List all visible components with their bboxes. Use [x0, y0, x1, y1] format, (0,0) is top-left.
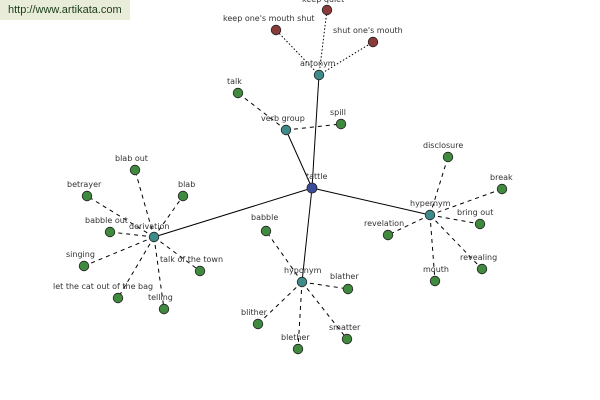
- label-relation-verb-group: verb group: [261, 114, 305, 123]
- label-relation-derivation: derivation: [129, 222, 169, 231]
- label-blether: blether: [281, 333, 310, 342]
- edge-antonym-to-keep-quiet: [318, 9, 328, 76]
- node-center-tattle[interactable]: [306, 182, 318, 194]
- edge-antonym-to-shut-one-s-mouth: [318, 41, 374, 76]
- label-blab-out: blab out: [115, 154, 148, 163]
- node-blither[interactable]: [252, 318, 264, 330]
- node-revelation[interactable]: [382, 229, 394, 241]
- nodes-layer: [78, 4, 508, 355]
- label-let-the-cat-out-of-the-bag: let the cat out of the bag: [53, 282, 153, 291]
- edge-derivation-to-let-the-cat-out-of-the-bag: [117, 236, 155, 299]
- node-bring-out[interactable]: [474, 218, 486, 230]
- label-talk-of-the-town: talk of the town: [160, 255, 223, 264]
- node-blab-out[interactable]: [129, 164, 141, 176]
- label-telling: telling: [148, 293, 173, 302]
- edge-hyponym-to-blather: [301, 281, 349, 290]
- node-relation-hypernym[interactable]: [424, 209, 436, 221]
- label-talk: talk: [227, 77, 242, 86]
- label-revealing: revealing: [460, 253, 497, 262]
- node-talk-of-the-town[interactable]: [194, 265, 206, 277]
- label-keep-quiet: keep quiet: [302, 0, 344, 4]
- label-disclosure: disclosure: [423, 141, 463, 150]
- labels-layer: keep quiet keep one's mouth shut shut one'…: [53, 0, 513, 342]
- node-blab[interactable]: [177, 190, 189, 202]
- node-disclosure[interactable]: [442, 151, 454, 163]
- label-spill: spill: [330, 108, 346, 117]
- edges-layer: [83, 9, 503, 350]
- edge-center-to-hypernym: [311, 187, 431, 216]
- node-break[interactable]: [496, 183, 508, 195]
- label-smatter: smatter: [329, 323, 361, 332]
- label-keep-one-s-mouth-shut: keep one's mouth shut: [223, 14, 315, 23]
- edge-hyponym-to-blether: [297, 281, 303, 350]
- label-bring-out: bring out: [457, 208, 493, 217]
- node-spill[interactable]: [335, 118, 347, 130]
- node-keep-one-s-mouth-shut[interactable]: [270, 24, 282, 36]
- edge-hypernym-to-mouth: [429, 214, 436, 282]
- node-revealing[interactable]: [476, 263, 488, 275]
- node-keep-quiet[interactable]: [321, 4, 333, 16]
- edge-center-to-derivation: [153, 187, 313, 238]
- node-relation-verb-group[interactable]: [280, 124, 292, 136]
- label-blab: blab: [178, 180, 195, 189]
- edge-center-to-verb-group: [285, 129, 313, 189]
- edge-center-to-hyponym: [301, 187, 313, 283]
- edge-derivation-to-babble-out: [109, 231, 155, 238]
- label-shut-one-s-mouth: shut one's mouth: [333, 26, 403, 35]
- node-blather[interactable]: [342, 283, 354, 295]
- node-relation-derivation[interactable]: [148, 231, 160, 243]
- label-mouth: mouth: [423, 265, 449, 274]
- label-babble: babble: [251, 213, 278, 222]
- edge-hypernym-to-bring-out: [429, 214, 481, 225]
- label-relation-antonym: antonym: [300, 59, 336, 68]
- label-relation-hypernym: hypernym: [410, 199, 451, 208]
- node-babble[interactable]: [260, 225, 272, 237]
- node-singing[interactable]: [78, 260, 90, 272]
- label-relation-hyponym: hyponym: [284, 266, 322, 275]
- label-singing: singing: [66, 250, 95, 259]
- label-betrayer: betrayer: [67, 180, 102, 189]
- node-mouth[interactable]: [429, 275, 441, 287]
- label-center-tattle: tattle: [306, 172, 328, 181]
- label-break: break: [490, 173, 513, 182]
- watermark-url: http://www.artikata.com: [0, 0, 130, 20]
- edge-verb-group-to-spill: [285, 123, 342, 131]
- edge-verb-group-to-talk: [237, 92, 287, 131]
- node-blether[interactable]: [292, 343, 304, 355]
- label-babble-out: babble out: [85, 216, 128, 225]
- node-let-the-cat-out-of-the-bag[interactable]: [112, 292, 124, 304]
- edge-derivation-to-talk-of-the-town: [153, 236, 201, 272]
- edge-hyponym-to-babble: [265, 230, 303, 283]
- node-telling[interactable]: [158, 303, 170, 315]
- label-blather: blather: [330, 272, 359, 281]
- label-revelation: revelation: [364, 219, 404, 228]
- edge-hyponym-to-blither: [257, 281, 303, 325]
- node-babble-out[interactable]: [104, 226, 116, 238]
- node-betrayer[interactable]: [81, 190, 93, 202]
- edge-derivation-to-blab-out: [134, 169, 155, 238]
- node-talk[interactable]: [232, 87, 244, 99]
- node-smatter[interactable]: [341, 333, 353, 345]
- node-shut-one-s-mouth[interactable]: [367, 36, 379, 48]
- node-relation-hyponym[interactable]: [296, 276, 308, 288]
- edge-center-to-antonym: [311, 74, 320, 189]
- label-blither: blither: [241, 308, 268, 317]
- edge-derivation-to-betrayer: [86, 195, 155, 238]
- edge-antonym-to-keep-one-s-mouth-shut: [275, 29, 320, 76]
- edge-derivation-to-blab: [153, 195, 184, 238]
- edge-hypernym-to-disclosure: [429, 156, 449, 216]
- node-relation-antonym[interactable]: [313, 69, 325, 81]
